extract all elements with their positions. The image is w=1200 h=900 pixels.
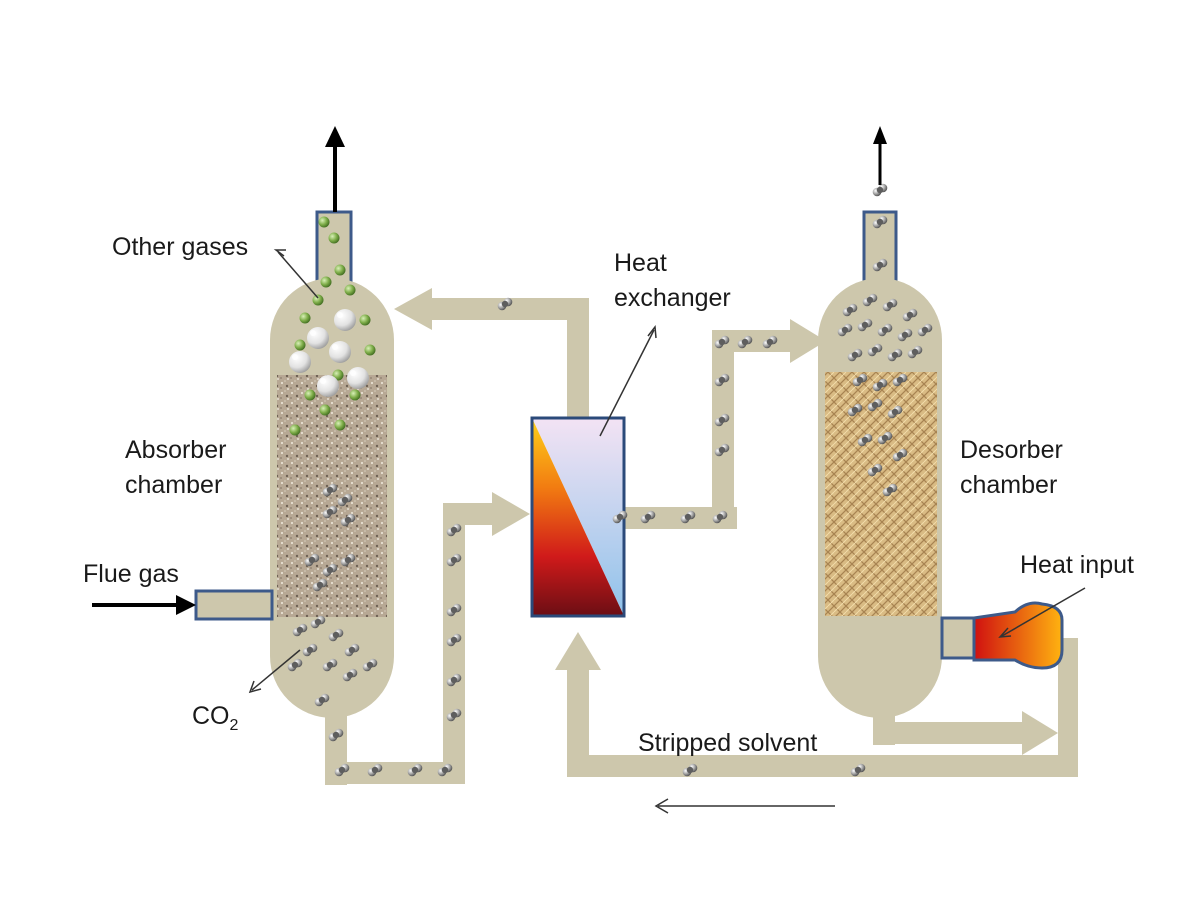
desorber-chamber-label-line1: Desorber [960, 436, 1063, 464]
absorber-chamber [194, 210, 394, 718]
stripped-solvent-label: Stripped solvent [638, 729, 818, 757]
heat-exchanger [530, 416, 626, 618]
solvent-pipes [325, 288, 1078, 785]
co2-label: CO2 [192, 702, 238, 735]
heater-icon [972, 601, 1064, 670]
pointer-lines [248, 249, 1086, 814]
absorber-chamber-label-line1: Absorber [125, 436, 227, 464]
desorber-chamber [818, 210, 978, 718]
other-gases-label: Other gases [112, 233, 249, 261]
flow-arrow-icon [92, 126, 887, 615]
heat-exchanger-label-line2: exchanger [614, 284, 731, 312]
desorber-chamber-label-line2: chamber [960, 471, 1058, 499]
heat-input-label: Heat input [1020, 551, 1134, 579]
heat-exchanger-label-line1: Heat [614, 249, 667, 277]
co2-label-main: CO [192, 702, 230, 730]
flue-gas-label: Flue gas [83, 560, 179, 588]
co2-label-subscript: 2 [229, 717, 239, 734]
absorber-chamber-label-line2: chamber [125, 471, 223, 499]
